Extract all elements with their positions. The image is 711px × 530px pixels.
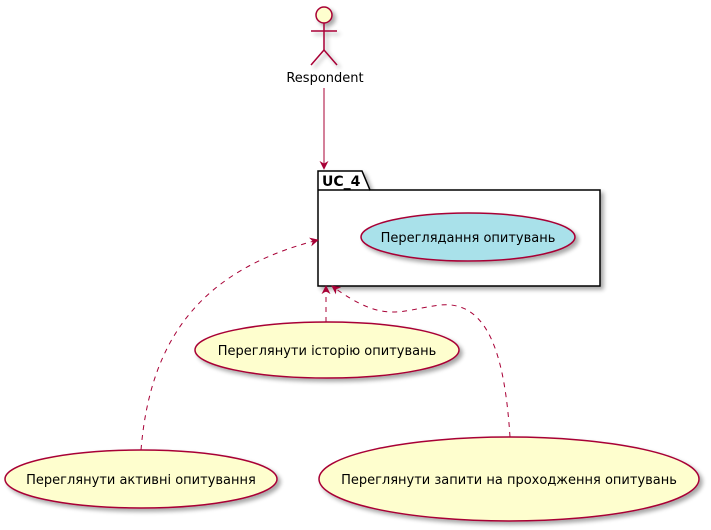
usecase-ellipse bbox=[360, 212, 576, 262]
usecase-label: Переглянути історію опитувань bbox=[218, 344, 437, 359]
usecase-label: Переглянути активні опитування bbox=[26, 473, 256, 488]
actor-label: Respondent bbox=[286, 71, 363, 86]
usecase-view-history[interactable]: Переглянути історію опитувань bbox=[194, 321, 460, 379]
actor-respondent[interactable]: Respondent bbox=[286, 6, 364, 86]
usecase-ellipse bbox=[4, 449, 278, 509]
usecase-view-surveys[interactable]: Переглядання опитувань bbox=[360, 212, 576, 262]
usecase-ellipse bbox=[194, 321, 460, 379]
usecase-label: Переглянути запити на проходження опитув… bbox=[341, 473, 677, 488]
usecase-ellipse bbox=[318, 436, 700, 522]
dependency-active-to-package bbox=[140, 237, 319, 451]
dependency-requests-to-package bbox=[331, 285, 511, 438]
usecase-view-active[interactable]: Переглянути активні опитування bbox=[4, 449, 278, 509]
usecase-label: Переглядання опитувань bbox=[381, 231, 556, 246]
actor-stick-figure bbox=[310, 6, 338, 66]
package-label: UC_4 bbox=[322, 174, 361, 190]
usecase-view-requests[interactable]: Переглянути запити на проходження опитув… bbox=[318, 436, 700, 522]
